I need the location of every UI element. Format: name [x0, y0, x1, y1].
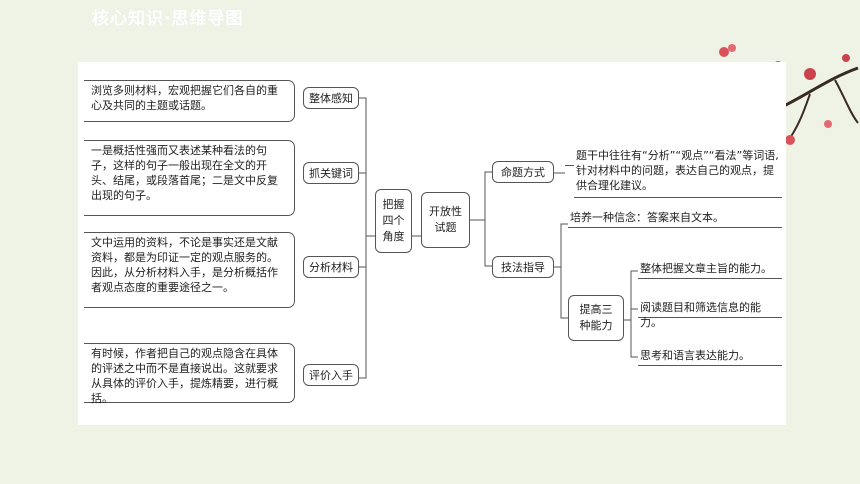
ability-item-1: 整体把握文章主旨的能力。 — [638, 261, 782, 279]
angle-desc-text: 浏览多则材料，宏观把握它们各自的重心及共同的主题或话题。 — [91, 84, 278, 112]
mingti-node: 命题方式 — [492, 161, 554, 183]
angle-desc-text: 文中运用的资料，不论是事实还是文献资料，都是为印证一定的观点服务的。因此，从分析… — [91, 236, 278, 294]
angle-desc-2: 一是概括性强而又表述某种看法的句子，这样的句子一般出现在全文的开头、结尾，或段落… — [84, 140, 295, 216]
jifa-label: 技法指导 — [501, 260, 545, 274]
root-node: 开放性试题 — [421, 192, 470, 248]
angle-label: 评价入手 — [309, 368, 353, 382]
ability-item-2: 阅读题目和筛选信息的能力。 — [638, 300, 782, 329]
belief-text: 培养一种信念：答案来自文本。 — [570, 211, 724, 224]
root-label: 开放性试题 — [429, 205, 462, 234]
ability-text: 阅读题目和筛选信息的能力。 — [640, 301, 761, 329]
angle-desc-text: 有时候，作者把自己的观点隐含在具体的评述之中而不是直接说出。这就要求从具体的评价… — [91, 347, 278, 405]
angle-label: 抓关键词 — [309, 166, 353, 180]
mingti-desc: 题干中往往有“分析”“观点”“看法”等词语,针对材料中的问题，表达自己的观点，提… — [574, 148, 782, 198]
angle-node-1: 整体感知 — [303, 87, 359, 109]
ability-label: 提高三种能力 — [579, 303, 613, 332]
mingti-desc-topline — [565, 165, 574, 166]
mingti-desc-text: 题干中往往有“分析”“观点”“看法”等词语,针对材料中的问题，表达自己的观点，提… — [576, 149, 779, 192]
angle-label: 整体感知 — [309, 91, 353, 105]
angle-node-4: 评价入手 — [303, 364, 359, 386]
angle-node-2: 抓关键词 — [303, 162, 359, 184]
angle-desc-text: 一是概括性强而又表述某种看法的句子，这样的句子一般出现在全文的开头、结尾，或段落… — [91, 144, 278, 202]
ability-node: 提高三种能力 — [568, 295, 624, 341]
hub-label: 把握四个角度 — [382, 198, 405, 243]
page-title: 核心知识·思维导图 — [92, 9, 244, 29]
jifa-node: 技法指导 — [492, 256, 554, 278]
mind-map-canvas: 浏览多则材料，宏观把握它们各自的重心及共同的主题或话题。 一是概括性强而又表述某… — [78, 62, 786, 425]
ability-text: 思考和语言表达能力。 — [640, 349, 750, 362]
hub-node: 把握四个角度 — [375, 189, 412, 253]
ability-text: 整体把握文章主旨的能力。 — [640, 262, 772, 275]
angle-desc-3: 文中运用的资料，不论是事实还是文献资料，都是为印证一定的观点服务的。因此，从分析… — [84, 232, 295, 308]
mingti-label: 命题方式 — [501, 165, 545, 179]
angle-node-3: 分析材料 — [303, 256, 359, 278]
angle-desc-1: 浏览多则材料，宏观把握它们各自的重心及共同的主题或话题。 — [84, 80, 295, 122]
belief-item: 培养一种信念：答案来自文本。 — [568, 210, 782, 228]
angle-label: 分析材料 — [309, 260, 353, 274]
connector-lines — [359, 97, 638, 379]
angle-desc-4: 有时候，作者把自己的观点隐含在具体的评述之中而不是直接说出。这就要求从具体的评价… — [84, 343, 295, 405]
ability-item-3: 思考和语言表达能力。 — [638, 348, 782, 366]
